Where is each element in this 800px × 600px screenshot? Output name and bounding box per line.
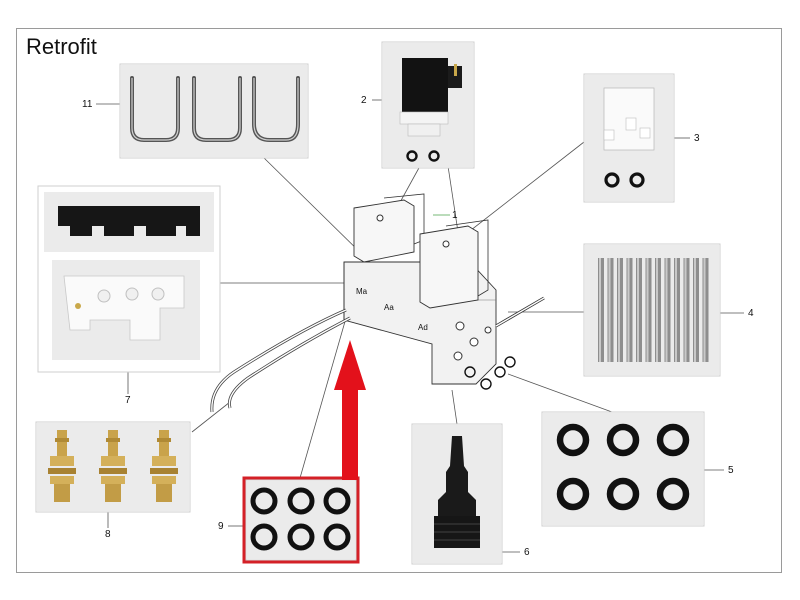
callout-7: 7: [125, 395, 131, 406]
steel-pin: [693, 258, 699, 362]
callout-8: 8: [105, 529, 111, 540]
o-ring: [656, 477, 690, 511]
part-3-photo: [583, 73, 675, 203]
o-ring: [556, 477, 590, 511]
callout-11: 11: [82, 99, 93, 110]
callout-9: 9: [218, 521, 224, 532]
steel-pin: [664, 258, 671, 362]
o-ring: [323, 487, 351, 515]
part-9-photo: [242, 476, 360, 564]
red-arrow: [334, 340, 366, 480]
steel-pin: [617, 258, 623, 362]
o-ring: [556, 423, 590, 457]
part-11-photo: [119, 63, 309, 159]
o-ring: [656, 423, 690, 457]
valve-label-ad: Ad: [418, 323, 428, 332]
o-ring: [287, 487, 315, 515]
o-ring: [606, 477, 640, 511]
brass-fitting: [99, 430, 127, 502]
brass-fitting: [150, 430, 178, 502]
steel-pin: [655, 258, 661, 362]
o-ring: [250, 487, 278, 515]
callout-1: 1: [452, 210, 458, 221]
steel-pin: [674, 258, 680, 362]
part-4-photo: [583, 243, 721, 377]
callout-2: 2: [361, 95, 367, 106]
part-2-photo: [381, 41, 475, 169]
valve-label-aa: Aa: [384, 303, 394, 312]
callout-5: 5: [728, 465, 734, 476]
steel-pin: [683, 258, 690, 362]
steel-pin: [598, 258, 604, 362]
valve-label-ma: Ma: [356, 287, 368, 296]
callout-6: 6: [524, 547, 530, 558]
part-5-photo: [541, 411, 705, 527]
o-ring: [606, 423, 640, 457]
steel-pin: [636, 258, 642, 362]
callout-4: 4: [748, 308, 754, 319]
drawing-frame: [16, 28, 782, 573]
o-ring: [287, 523, 315, 551]
steel-pin: [702, 258, 709, 362]
page-title: Retrofit: [26, 34, 97, 59]
o-ring: [323, 523, 351, 551]
o-ring: [250, 523, 278, 551]
part-6-photo: [411, 423, 503, 565]
part-8-photo: [35, 421, 191, 513]
brass-fitting: [48, 430, 76, 502]
highlight-frame: [242, 476, 360, 564]
callout-3: 3: [694, 133, 700, 144]
steel-pin: [645, 258, 652, 362]
valve-assembly: Ma Aa Ad: [210, 193, 545, 413]
steel-pin: [607, 258, 614, 362]
steel-pin: [626, 258, 633, 362]
part-7-photo: [37, 185, 221, 373]
